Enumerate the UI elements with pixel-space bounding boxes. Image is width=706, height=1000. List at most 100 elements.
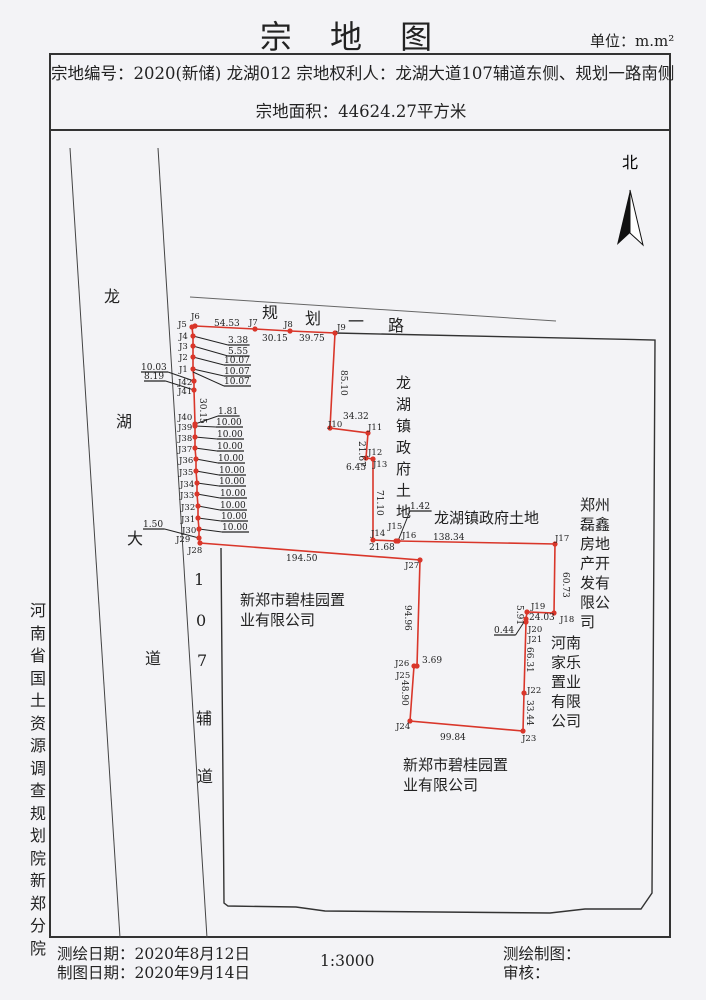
leader-line [192,371,225,387]
boundary-point-j30 [196,526,202,532]
neighbor-gov-land-horizontal: 龙湖镇政府土地 [434,509,539,527]
page-title: 宗 地 图 [259,18,447,56]
point-label: J40 [177,413,192,423]
dimension-label: 99.84 [440,733,466,743]
point-label: J13 [372,460,387,470]
dimension-label: 10.07 [224,377,250,387]
point-label: J22 [526,686,541,696]
point-label: J41 [177,387,192,397]
neighbor-biguiyuan-south: 业有限公司 [403,776,478,794]
point-label: J1 [178,365,188,375]
boundary-point-j16 [395,538,401,544]
parcel-area: 宗地面积：44624.27平方米 [255,102,467,121]
surveying-org: 河南省国土资源调查规划院新郑分院 [29,601,46,958]
road-label-107-aux: 道 [197,767,213,786]
boundary-point-j32 [195,503,201,509]
boundary-point-j23 [520,728,526,734]
point-label: J12 [367,448,382,458]
point-label: J39 [177,423,192,433]
boundary-point-j4 [190,333,196,339]
point-label: J18 [559,615,574,625]
neighbor-henan-jiale: 有限 [551,693,581,711]
boundary-point-j11 [365,430,371,436]
neighbor-biguiyuan-west: 新郑市碧桂园置 [240,591,345,609]
leader-line [198,528,223,533]
dimension-label: 34.32 [343,412,369,422]
road-label-planned-road-1: 划 [305,309,321,328]
dimension-label: 138.34 [433,533,465,543]
leader-line [165,380,195,391]
point-label: J4 [178,332,188,342]
dimension-label: 10.00 [219,466,245,476]
dimension-label: 54.53 [214,319,240,329]
point-label: J36 [178,456,193,466]
neighbor-gov-land: 政 [396,439,411,457]
neighbor-zhengzhou-leixin: 房地 [580,535,610,553]
dimension-label: 30.15 [197,398,207,424]
road-label-107-aux: 辅 [196,709,212,728]
boundary-point-j8 [287,328,293,334]
road-label-planned-road-1: 规 [262,303,278,322]
neighbor-gov-land: 土 [396,482,411,500]
leader-line [192,345,229,357]
leader-line [194,415,219,425]
point-label: J32 [180,503,195,513]
leader-line [164,528,200,539]
boundary-point-j19 [524,609,530,615]
dimension-label: 1.81 [218,407,238,417]
leader-line [197,505,221,511]
dimension-label: 60.73 [560,572,570,598]
boundary-point-j22 [521,690,527,696]
boundary-point-j27 [417,557,423,563]
dimension-label: 33.44 [524,700,534,726]
boundary-point-j34 [194,480,200,486]
road-label-107-aux: 7 [197,651,207,670]
boundary-point-j10 [327,425,333,431]
road-label-longhu-avenue: 龙 [104,287,120,306]
point-label: J20 [527,625,542,635]
map-lines [69,147,656,939]
road-label-107-aux: 0 [196,611,206,630]
dimension-label: 10.00 [221,512,247,522]
neighbor-gov-land: 湖 [396,396,411,414]
boundary-point-j37 [192,445,198,451]
point-label: J31 [180,515,195,525]
neighbor-gov-land: 地 [396,503,411,521]
point-label: J24 [395,722,410,732]
dimension-label: 10.00 [217,430,243,440]
dimension-label: 48.90 [399,680,409,706]
dimension-label: 10.00 [219,477,245,487]
leader-line [192,368,225,377]
north-label: 北 [622,153,638,172]
boundary-point-j38 [192,434,198,440]
leader-line [195,470,220,476]
point-label: J14 [370,529,385,539]
point-label: J42 [177,378,192,388]
leader-line [192,335,229,346]
boundary-point-j14 [370,537,376,543]
neighbor-zhengzhou-leixin: 郑州 [580,496,610,514]
point-label: J34 [179,480,194,490]
dimension-label: 10.00 [220,489,246,499]
neighbor-zhengzhou-leixin: 限公 [580,594,610,612]
point-label: J37 [177,445,192,455]
dimension-label: 10.03 [141,363,167,373]
leader-line [194,436,218,440]
boundary-point-j28 [197,540,203,546]
dimension-label: 10.00 [222,523,248,533]
boundary-point-j17 [552,541,558,547]
reviewer-label: 审核： [503,964,550,982]
map-frame [49,53,671,938]
boundary-point-j26 [414,663,420,669]
point-label: J28 [187,546,202,556]
leader-lines [141,335,527,636]
dimension-label: 10.00 [218,454,244,464]
road-label-planned-road-1: 一 [348,312,364,331]
dimension-label: 8.19 [144,372,164,382]
map-labels: 龙湖大道107辅道规划一路龙湖镇政府土地龙湖镇政府土地郑州磊鑫房地产开发有限公司… [104,287,610,794]
dimension-label: 1.50 [143,520,163,530]
leader-line [397,510,411,542]
dimension-label: 0.44 [494,626,514,636]
